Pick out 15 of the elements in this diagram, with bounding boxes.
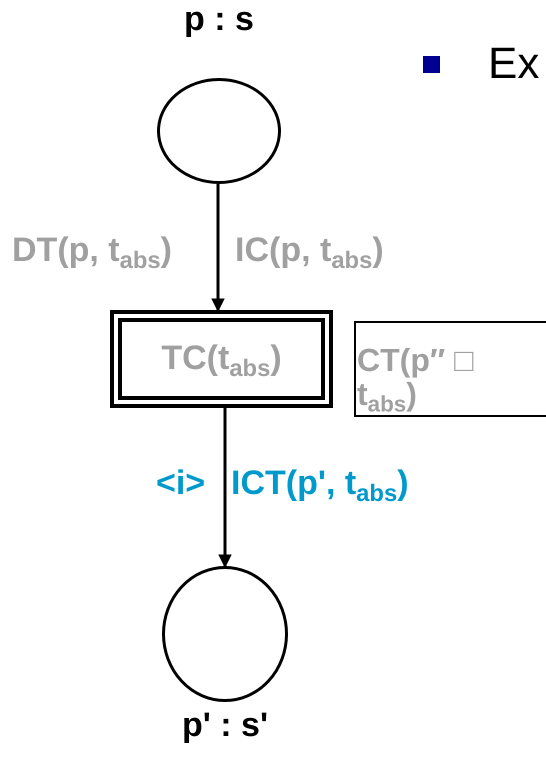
place-circle — [157, 78, 281, 184]
edge-label: ICT(p', t$_{abs}$) — [231, 466, 409, 500]
place-circle — [162, 566, 288, 702]
condition-text: DT(p, t$_{abs}$) — [12, 233, 172, 267]
condition-label: CT(p″ □ t$_{abs}$) — [357, 343, 474, 411]
arrow — [211, 184, 225, 312]
transition-label: TC(t$_{abs}$) — [160, 341, 283, 375]
place-label: p' : s' — [180, 708, 270, 742]
condition-text: IC(p, t$_{abs}$) — [235, 233, 384, 267]
heading-text: Ex — [488, 42, 540, 86]
place-label: p : s — [183, 2, 255, 36]
inscription-text: <i> — [156, 466, 206, 500]
condition-box — [354, 321, 546, 417]
transition-box — [110, 310, 333, 408]
arrow — [218, 408, 232, 568]
